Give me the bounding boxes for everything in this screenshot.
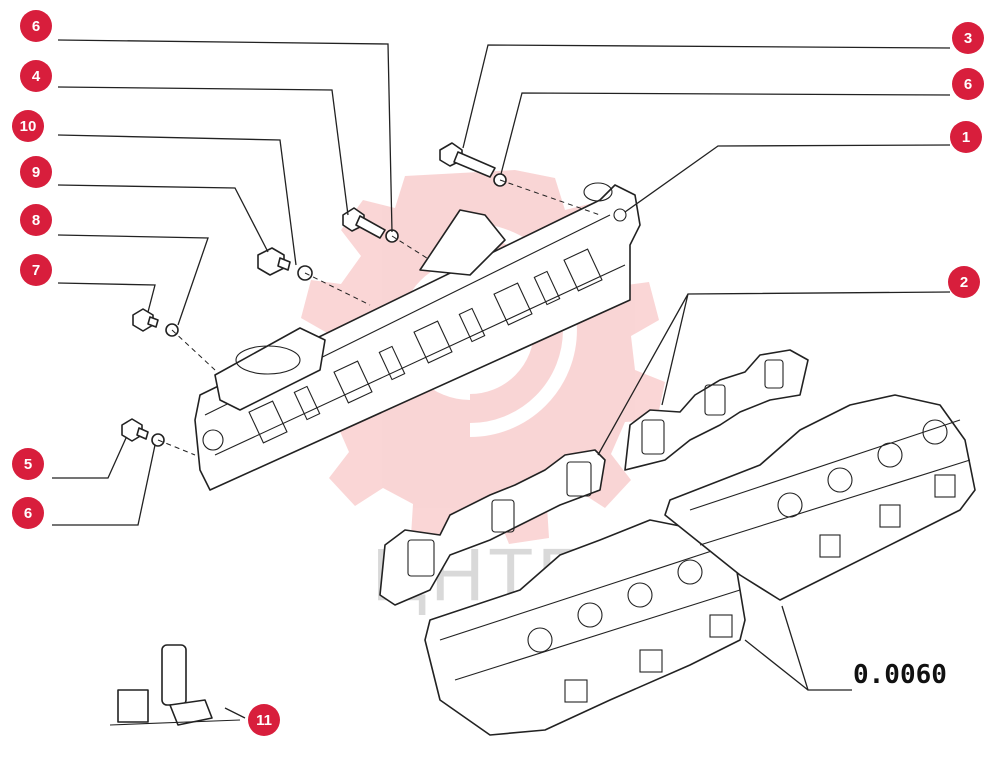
gasket-part-2-left: [379, 449, 606, 606]
callout-1: 1: [950, 121, 982, 153]
callout-10: 10: [12, 110, 44, 142]
callout-5: 5: [12, 448, 44, 480]
callout-3: 3: [952, 22, 984, 54]
svg-text:8: 8: [32, 212, 40, 229]
bolt-part-3: [439, 142, 496, 178]
nut-part-9: [257, 247, 291, 276]
svg-text:9: 9: [32, 164, 40, 181]
cylinder-head-rear: [664, 394, 976, 601]
callout-6-bottom-left: 6: [12, 497, 44, 529]
svg-text:4: 4: [32, 68, 41, 85]
callout-2: 2: [948, 266, 980, 298]
cylinder-head-front: [424, 519, 746, 736]
callout-9: 9: [20, 156, 52, 188]
manifold-part-1: [194, 182, 641, 491]
callout-7: 7: [20, 254, 52, 286]
sealant-kit-part-11: [109, 644, 241, 726]
bolt-part-7: [132, 308, 159, 332]
callout-6-top-left: 6: [20, 10, 52, 42]
callout-4: 4: [20, 60, 52, 92]
svg-text:2: 2: [960, 274, 968, 291]
svg-text:6: 6: [964, 76, 972, 93]
callout-8: 8: [20, 204, 52, 236]
svg-text:7: 7: [32, 262, 40, 279]
bolt-part-5: [121, 418, 149, 442]
svg-text:1: 1: [962, 129, 970, 146]
svg-text:10: 10: [20, 118, 37, 135]
svg-text:6: 6: [24, 505, 32, 522]
svg-text:5: 5: [24, 456, 32, 473]
callout-11: 11: [248, 704, 280, 736]
svg-text:6: 6: [32, 18, 40, 35]
gasket-part-2-right: [624, 349, 809, 471]
svg-text:11: 11: [256, 712, 272, 729]
reference-number: 0.0060: [853, 660, 947, 690]
leader-lines: [52, 39, 951, 719]
svg-text:3: 3: [964, 30, 972, 47]
callout-6-top-right: 6: [952, 68, 984, 100]
